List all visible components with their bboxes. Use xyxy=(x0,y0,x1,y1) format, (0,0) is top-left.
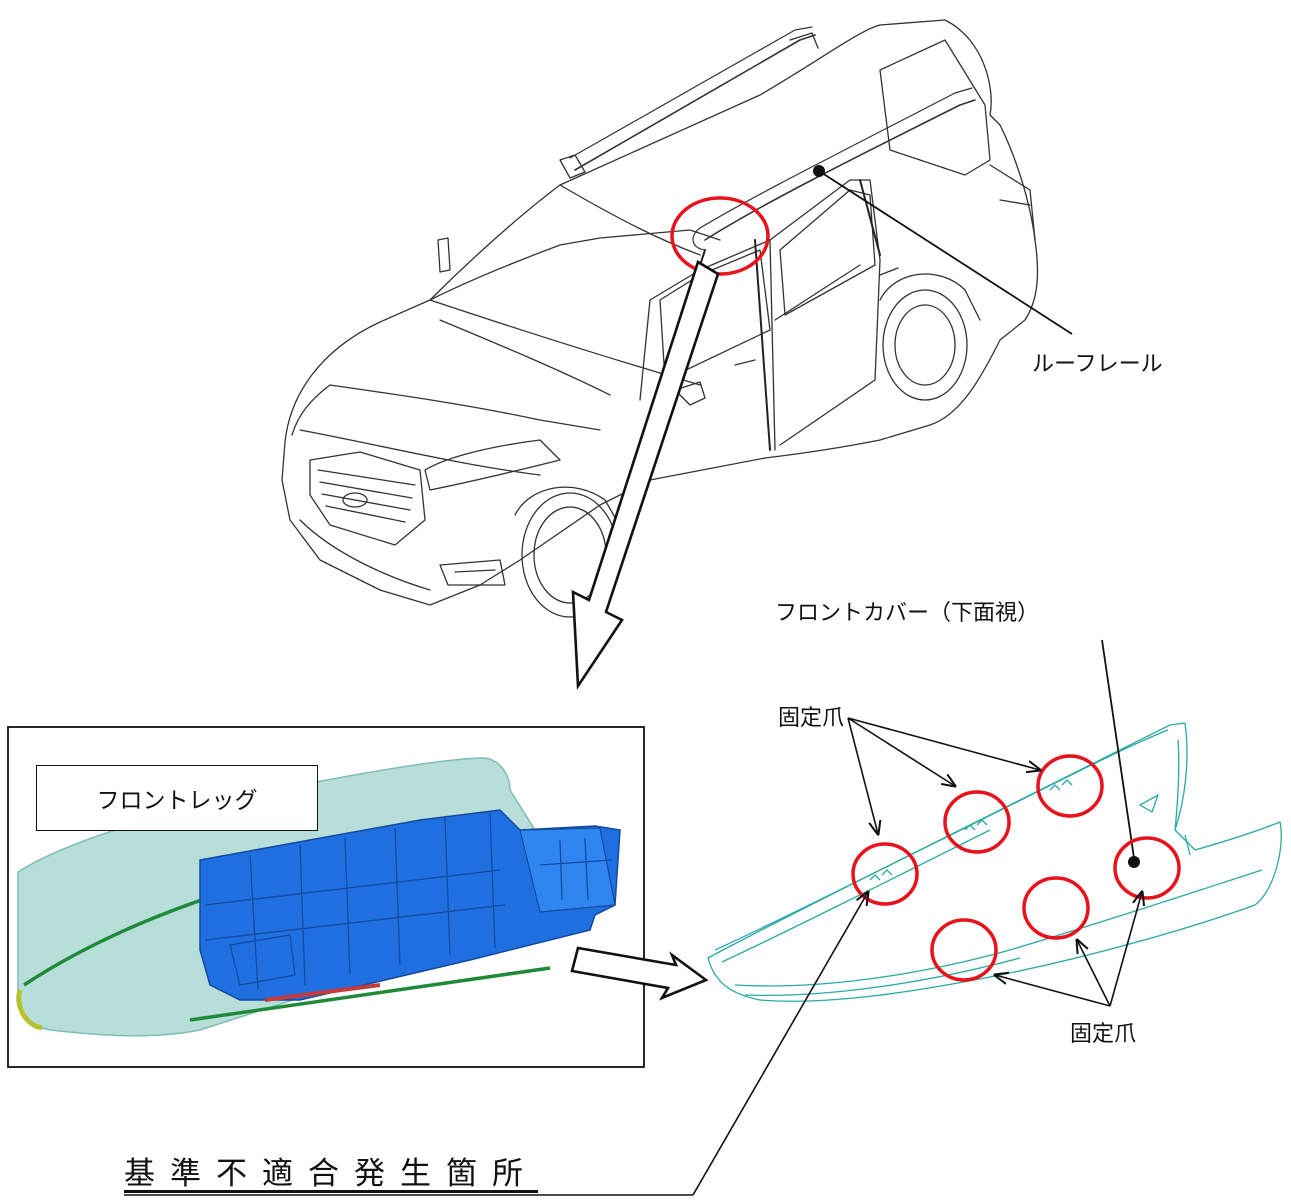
front-cover-label: フロントカバー（下面視） xyxy=(775,601,1040,626)
nonconformity-location-label: 基準不適合発生箇所 xyxy=(124,1156,538,1192)
shell-edge-lower xyxy=(189,966,551,1022)
nonconformity-leader xyxy=(124,892,868,1196)
front-leg-bracket xyxy=(199,809,621,1001)
shell-tip xyxy=(16,989,43,1031)
claw-arrows-bottom xyxy=(995,892,1142,1007)
front-cover-model xyxy=(707,722,1282,1002)
roof-rail-leader xyxy=(818,170,1073,335)
claw-circle-4 xyxy=(1113,836,1181,900)
claw-circle-2 xyxy=(943,790,1011,854)
roof-rail-callout xyxy=(813,165,1073,335)
detail-pointer-arrow xyxy=(571,260,720,690)
front-leg-label-box: フロントレッグ xyxy=(36,765,318,831)
front-cover-callout xyxy=(1101,639,1140,868)
bracket-red-seal xyxy=(264,983,381,1002)
fixing-claw-label-top: 固定爪 xyxy=(778,706,845,731)
cover-pointer-arrow xyxy=(570,946,709,1001)
roof-rail-label: ルーフレール xyxy=(1032,352,1163,377)
highlight-circle-roof-rail-front xyxy=(670,196,770,276)
claw-circle-5 xyxy=(1022,876,1090,940)
claw-circle-3 xyxy=(1036,754,1104,818)
car-drawing xyxy=(281,19,1039,618)
fixing-claw-circles xyxy=(851,754,1181,982)
claw-circle-1 xyxy=(851,842,919,906)
front-leg-label: フロントレッグ xyxy=(96,788,258,814)
claw-arrows-top xyxy=(847,717,1040,834)
claw-circle-6 xyxy=(930,918,998,982)
fixing-claw-label-bottom: 固定爪 xyxy=(1070,1022,1137,1047)
